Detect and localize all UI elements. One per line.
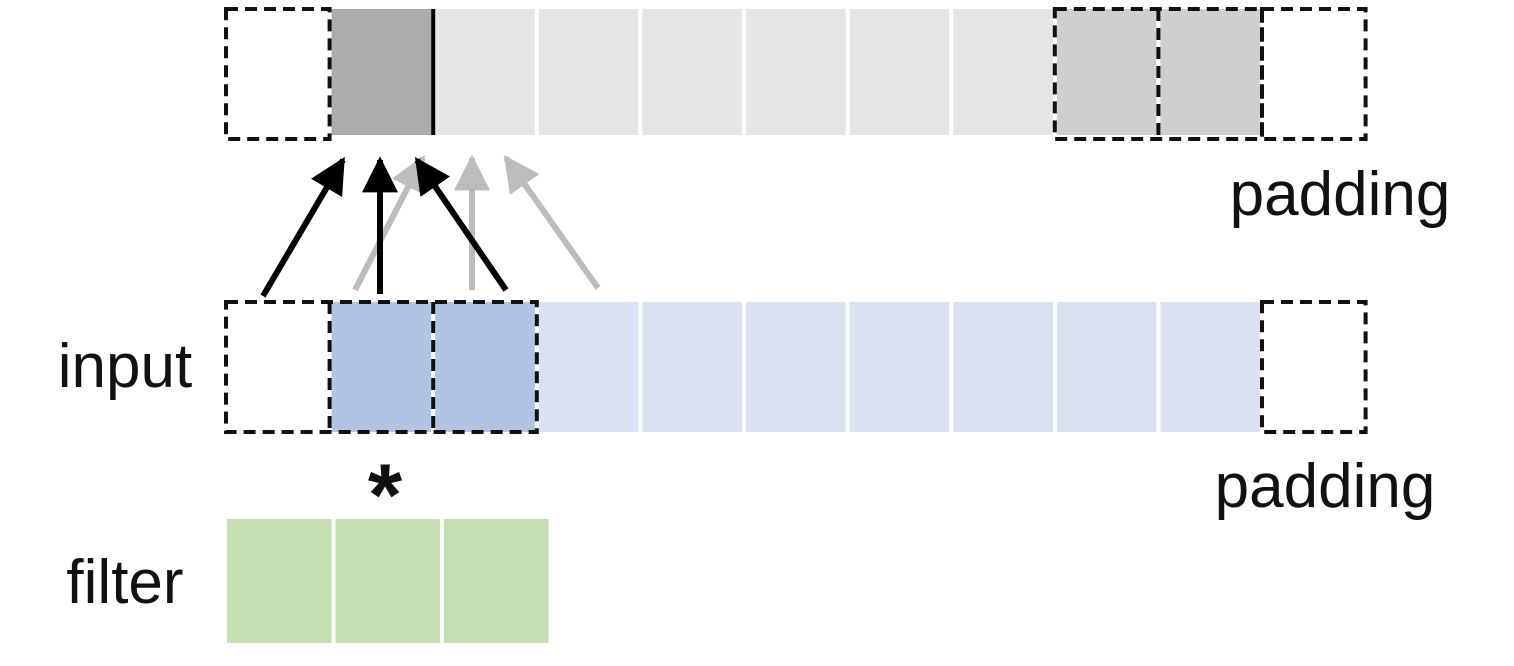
input-padding-cell	[1262, 302, 1366, 432]
active-arrows	[260, 156, 509, 298]
faded-arrows	[352, 154, 601, 292]
output-padding-cell	[1262, 9, 1366, 135]
active-arrow	[260, 156, 346, 298]
input-cell-light	[1160, 302, 1260, 432]
input-cell-light	[849, 302, 950, 432]
output-cell-light	[746, 9, 846, 135]
output-cell-edge	[1160, 9, 1260, 135]
active-arrow	[414, 157, 509, 292]
output-row	[224, 7, 1368, 141]
filter-cell	[335, 519, 440, 643]
padding-label-top: padding	[1230, 160, 1451, 229]
input-padding-cell	[226, 302, 330, 432]
input-cell-light	[538, 302, 639, 432]
output-right-padding-border	[1260, 7, 1368, 141]
output-cell-light	[849, 9, 950, 135]
output-left-padding-border	[224, 7, 332, 141]
receptive-field-outline	[224, 300, 539, 434]
filter-row	[227, 519, 549, 643]
output-cell-light	[435, 9, 535, 135]
convolution-operator: *	[368, 445, 403, 544]
output-cell-light	[642, 9, 742, 135]
filter-cell	[227, 519, 332, 643]
input-label: input	[58, 332, 192, 401]
input-row	[224, 300, 1368, 434]
padding-label-bottom: padding	[1215, 452, 1436, 521]
filter-label: filter	[66, 548, 183, 617]
output-padding-cell	[226, 9, 330, 135]
faded-arrow	[503, 155, 601, 290]
output-cell-light	[538, 9, 639, 135]
input-cell-light	[746, 302, 846, 432]
input-cell-active	[435, 302, 535, 432]
output-cell-edge	[1056, 9, 1157, 135]
input-cell-active	[331, 302, 432, 432]
input-cell-light	[642, 302, 742, 432]
input-cell-light	[1056, 302, 1157, 432]
filter-cell	[444, 519, 549, 643]
input-cell-light	[953, 302, 1053, 432]
faded-arrow	[352, 154, 426, 292]
output-cell-light	[953, 9, 1053, 135]
input-right-padding-border	[1260, 300, 1368, 434]
output-cell-active	[331, 9, 432, 135]
